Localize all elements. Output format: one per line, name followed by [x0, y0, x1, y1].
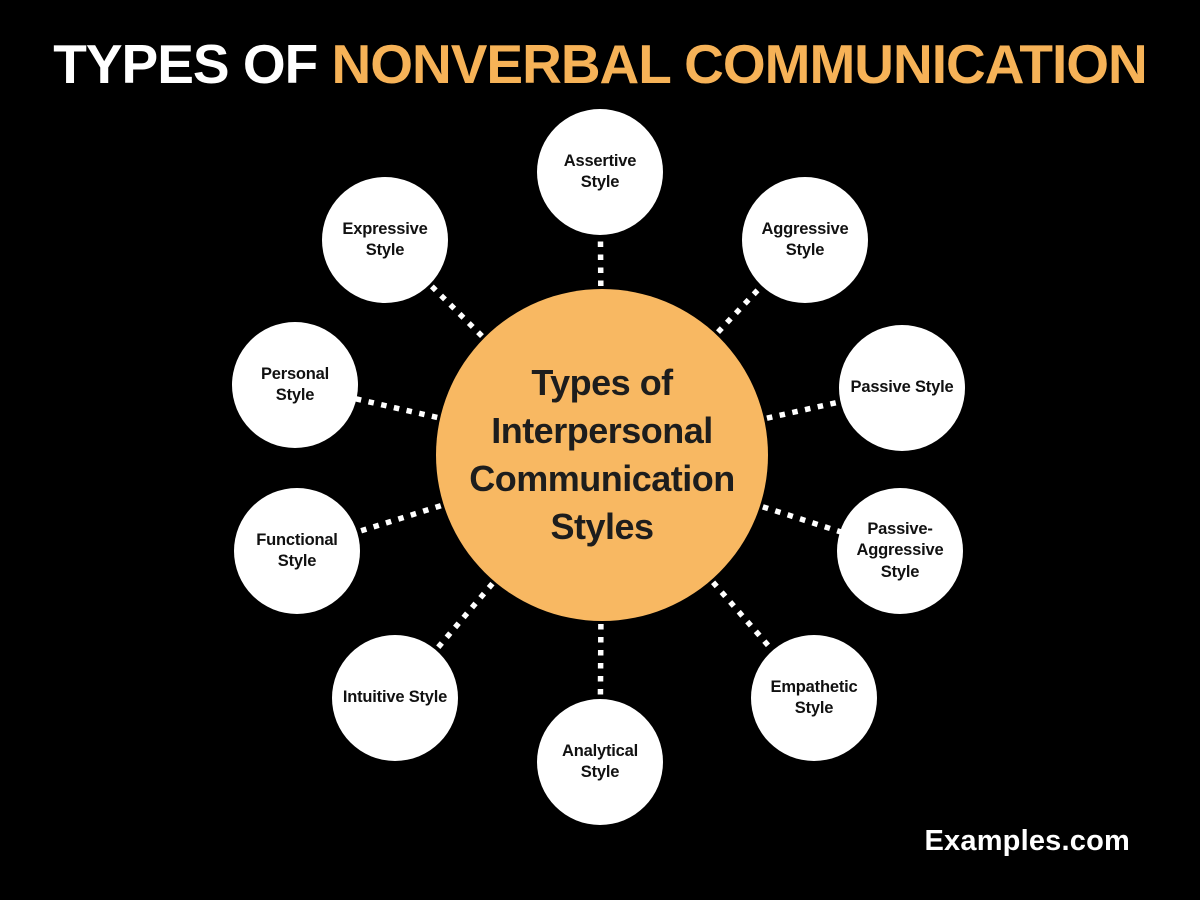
- node-functional-style: Functional Style: [234, 488, 360, 614]
- node-label: Passive- Aggressive Style: [856, 519, 944, 581]
- center-node: Types of Interpersonal Communication Sty…: [436, 289, 768, 621]
- node-personal-style: Personal Style: [232, 322, 358, 448]
- node-label: Personal Style: [260, 364, 330, 404]
- title-highlight: NONVERBAL COMMUNICATION: [331, 33, 1148, 95]
- node-assertive-style: Assertive Style: [537, 109, 663, 235]
- node-expressive-style: Expressive Style: [322, 177, 448, 303]
- node-aggressive-style: Aggressive Style: [742, 177, 868, 303]
- node-label: Expressive Style: [342, 219, 428, 259]
- node-analytical-style: Analytical Style: [537, 699, 663, 825]
- brand-watermark: Examples.com: [924, 825, 1130, 857]
- title-prefix: TYPES OF: [53, 33, 332, 95]
- node-label: Functional Style: [256, 530, 338, 570]
- node-empathetic-style: Empathetic Style: [751, 635, 877, 761]
- node-label: Passive Style: [850, 378, 954, 397]
- node-label: Intuitive Style: [342, 688, 448, 707]
- node-label: Assertive Style: [563, 151, 637, 191]
- page-title: TYPES OF NONVERBAL COMMUNICATION: [0, 34, 1200, 95]
- center-node-label: Types of Interpersonal Communication Sty…: [469, 362, 735, 547]
- node-passive-style: Passive Style: [839, 325, 965, 451]
- node-passive-aggressive-style: Passive- Aggressive Style: [837, 488, 963, 614]
- node-label: Aggressive Style: [761, 219, 849, 259]
- node-label: Empathetic Style: [770, 677, 858, 717]
- node-label: Analytical Style: [562, 741, 638, 781]
- node-intuitive-style: Intuitive Style: [332, 635, 458, 761]
